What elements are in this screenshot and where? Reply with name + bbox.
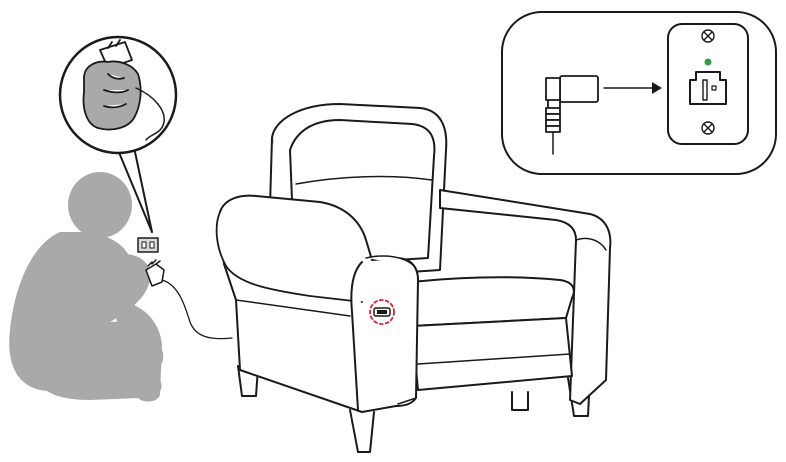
inset-panel (502, 12, 776, 174)
chair-leg (350, 410, 374, 452)
person-crouching-icon (9, 172, 163, 402)
chair-leg (512, 392, 528, 410)
screw-icon (702, 122, 714, 134)
power-cable-icon (162, 280, 232, 339)
led-indicator-icon (705, 59, 712, 66)
socket-plate-icon (668, 24, 748, 144)
socket-opening (690, 72, 726, 104)
wall-outlet-icon (138, 238, 158, 252)
screw-icon (702, 30, 714, 42)
